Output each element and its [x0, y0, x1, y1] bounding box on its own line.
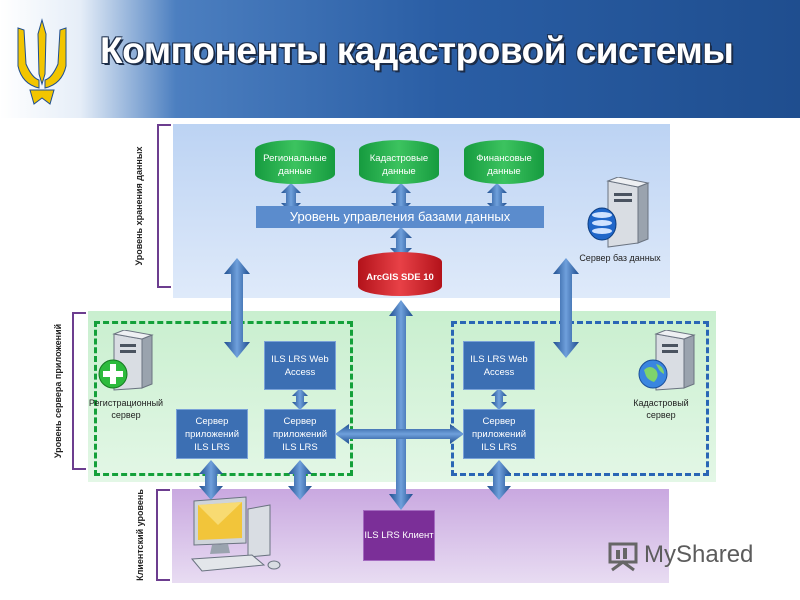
arcgis-sde-db: ArcGIS SDE 10	[358, 252, 442, 296]
arrow-left-vertical	[224, 258, 250, 358]
client-box: ILS LRS Клиент	[363, 510, 435, 561]
header-bar	[0, 0, 800, 118]
right-app-server-box: Сервер приложений ILS LRS	[463, 409, 535, 459]
registration-group	[94, 321, 353, 476]
arrow-central-vertical	[389, 300, 413, 510]
left-app-server-a-box: Сервер приложений ILS LRS	[176, 409, 248, 459]
workstation-icon	[190, 496, 281, 572]
watermark-text: MyShared	[644, 541, 754, 568]
financial-data-db: Финансовые данные	[464, 140, 544, 184]
arrow-horizontal	[335, 424, 464, 444]
cadastral-server-caption: Кадастровый сервер	[633, 398, 689, 420]
arrow-webaccess-left	[292, 388, 308, 410]
arrow-client-mid	[288, 460, 312, 500]
page-title: Компоненты кадастровой системы	[100, 30, 734, 71]
storage-level-bracket	[157, 124, 171, 288]
arrow-db-link-2	[391, 183, 411, 213]
db-server-caption: Сервер баз данных	[579, 253, 661, 263]
app-level-bracket	[72, 312, 86, 470]
arrow-db-link-3	[487, 183, 507, 213]
db-management-level: Уровень управления базами данных	[256, 206, 544, 228]
arrow-db-link-1	[281, 183, 301, 213]
left-app-server-b-box: Сервер приложений ILS LRS	[264, 409, 336, 459]
arrow-right-vertical	[553, 258, 579, 358]
cadastral-server-icon	[638, 330, 696, 391]
client-level-bracket	[156, 489, 170, 581]
registration-server-icon	[98, 330, 154, 391]
arrow-sde-link	[390, 227, 412, 259]
registration-server-caption: Регистрационный сервер	[88, 398, 164, 420]
database-server-icon	[587, 177, 650, 248]
left-web-access-box: ILS LRS Web Access	[264, 341, 336, 390]
arrow-client-right	[487, 460, 511, 500]
cadastral-group	[451, 321, 709, 476]
presentation-icon	[608, 542, 638, 572]
trident-icon	[17, 18, 67, 105]
arrow-webaccess-right	[491, 388, 507, 410]
regional-data-db: Региональные данные	[255, 140, 335, 184]
right-web-access-box: ILS LRS Web Access	[463, 341, 535, 390]
cadastral-data-db: Кадастровые данные	[359, 140, 439, 184]
arrow-client-left	[199, 460, 223, 500]
